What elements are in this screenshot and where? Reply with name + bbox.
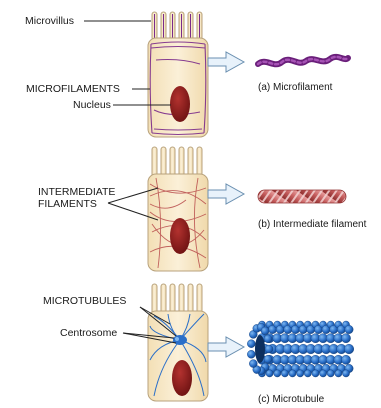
microfilament-model: [258, 57, 348, 64]
microtubule-lumen: [255, 335, 265, 363]
arrow-c: [208, 337, 244, 357]
nucleus-c: [172, 360, 192, 396]
label-microvillus: Microvillus: [25, 15, 74, 27]
tubulin-subunit: [289, 370, 296, 377]
tubulin-subunit: [335, 370, 342, 377]
microvilli-b: [152, 147, 202, 177]
tubulin-subunit: [274, 370, 281, 377]
arrow-b: [208, 184, 244, 204]
tubulin-end-subunit: [247, 340, 255, 348]
tubulin-end-subunit: [265, 345, 273, 353]
intermediate-filament-model: [258, 190, 346, 203]
caption-c: (c) Microtubule: [258, 394, 325, 405]
panel-a: Microvillus MICROFILAMENTS Nucleus (a) M…: [25, 12, 348, 137]
centrosome: [173, 335, 187, 345]
label-centrosome: Centrosome: [60, 327, 117, 339]
cell-a: [148, 12, 208, 137]
tubulin-subunit: [342, 370, 349, 377]
tubulin-subunit: [304, 370, 311, 377]
tubulin-subunit: [345, 325, 353, 333]
caption-b: (b) Intermediate filament: [258, 219, 367, 230]
label-microtubules: MICROTUBULES: [43, 295, 126, 307]
centriole: [175, 337, 179, 341]
tubulin-subunit: [297, 370, 304, 377]
label-microfilaments: MICROFILAMENTS: [26, 83, 120, 95]
tubulin-subunit: [341, 334, 350, 343]
tubulin-end-subunit: [264, 335, 272, 343]
label-nucleus: Nucleus: [73, 99, 111, 111]
panel-b: INTERMEDIATE FILAMENTS (b) Intermediate …: [38, 147, 367, 271]
tubulin-end-subunit: [261, 327, 269, 335]
tubulin-subunit: [266, 370, 273, 377]
tubulin-end-subunit: [247, 350, 255, 358]
caption-a: (a) Microfilament: [258, 82, 333, 93]
tubulin-subunit: [312, 370, 319, 377]
tubulin-end-subunit: [264, 355, 272, 363]
microvilli-a: [152, 12, 202, 40]
tubulin-subunit: [341, 355, 350, 364]
label-intermediate-1: INTERMEDIATE: [38, 186, 115, 198]
arrow-a: [208, 52, 244, 72]
cell-b: [148, 147, 208, 271]
label-intermediate-2: FILAMENTS: [38, 198, 97, 210]
microvilli-c: [152, 284, 202, 314]
tubulin-end-subunit: [249, 360, 257, 368]
microtubule-model: [247, 321, 354, 377]
nucleus-b: [170, 218, 190, 254]
nucleus-a: [170, 86, 190, 122]
cell-c: [148, 284, 208, 401]
tubulin-subunit: [320, 370, 327, 377]
tubulin-subunit: [281, 370, 288, 377]
tubulin-subunit: [327, 370, 334, 377]
tubulin-subunit: [344, 344, 354, 354]
panel-c: MICROTUBULES Centrosome (c) Microtubule: [43, 284, 354, 405]
